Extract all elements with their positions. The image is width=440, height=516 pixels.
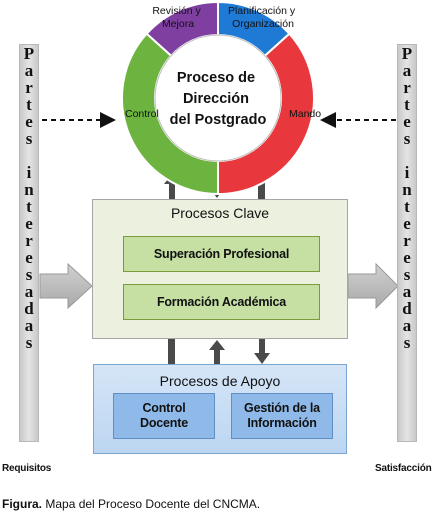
key-processes-title: Procesos Clave — [170, 205, 270, 221]
pillar-letter: i — [26, 163, 32, 182]
ring-center-title: Proceso de Dirección del Postgrado — [170, 70, 267, 128]
clave-apoyo-connectors — [168, 339, 270, 364]
pillar-letter: t — [404, 197, 410, 216]
pillar-letter: s — [403, 333, 411, 352]
pillar-letter: t — [26, 197, 32, 216]
key-process-superacion-label: Superación Profesional — [153, 246, 290, 261]
satisfaction-label: Satisfacción — [375, 463, 432, 474]
pillar-letter: e — [403, 112, 411, 131]
support-gestion-line2: Información — [247, 416, 317, 430]
pillar-letter: a — [402, 282, 412, 301]
bar-apoyo-left — [168, 339, 175, 364]
arrow-up-clave-center — [209, 340, 225, 364]
output-arrow — [347, 262, 399, 310]
support-processes-box: Procesos de Apoyo Control Docente Gestió… — [93, 364, 347, 454]
pillar-letter: e — [25, 248, 33, 267]
pillar-letter: a — [24, 316, 34, 335]
pillar-letter: s — [403, 129, 411, 148]
pillar-letter: t — [404, 95, 410, 114]
pillar-letter: s — [403, 265, 411, 284]
pillar-letter: d — [402, 299, 412, 318]
pillar-letter: e — [25, 214, 33, 233]
support-process-control: Control Docente — [113, 393, 215, 439]
ring-inner-disc — [154, 34, 282, 162]
key-process-superacion: Superación Profesional — [123, 236, 320, 272]
requirements-label: Requisitos — [2, 463, 52, 474]
caption-text: Mapa del Proceso Docente del CNCMA. — [42, 497, 261, 511]
pillar-letter: r — [25, 78, 33, 97]
pillar-letter: r — [403, 78, 411, 97]
pillar-letter: i — [404, 163, 410, 182]
pillar-letter: s — [25, 265, 33, 284]
key-process-formacion: Formación Académica — [123, 284, 320, 320]
caption-prefix: Figura. — [2, 497, 43, 511]
pillar-letter: s — [25, 333, 33, 352]
pillar-letter: e — [403, 214, 411, 233]
pillar-letter: P — [23, 44, 35, 63]
pillar-letter: a — [402, 316, 412, 335]
pillar-letter: d — [24, 299, 34, 318]
support-control-line1: Control — [142, 401, 186, 415]
pillar-letter: a — [402, 61, 412, 80]
segment-label-control: Control — [125, 108, 159, 120]
segment-label-planificacion: Planificación y Organización — [228, 5, 298, 30]
support-control-line2: Docente — [140, 416, 188, 430]
pillar-letter: n — [24, 180, 34, 199]
segment-label-mando: Mando — [289, 108, 321, 120]
input-arrow — [39, 262, 93, 310]
segment-label-revision: Revisión y Mejora — [152, 5, 203, 30]
pillar-letter: e — [25, 112, 33, 131]
key-process-formacion-label: Formación Académica — [156, 294, 287, 309]
bar-ring-right — [258, 178, 265, 199]
pillar-letter: s — [25, 129, 33, 148]
key-processes-box: Procesos Clave Superación Profesional Fo… — [92, 199, 348, 339]
pillar-letter: r — [25, 231, 33, 250]
pillar-letter: e — [403, 248, 411, 267]
support-process-gestion: Gestión de la Información — [231, 393, 333, 439]
figure-caption: Figura. Mapa del Proceso Docente del CNC… — [2, 497, 260, 511]
pillar-letter: t — [26, 95, 32, 114]
support-processes-title: Procesos de Apoyo — [159, 373, 281, 389]
pillar-letter: n — [402, 180, 412, 199]
pillar-letter: P — [401, 44, 413, 63]
pillar-letter: a — [24, 282, 34, 301]
support-gestion-line1: Gestión de la — [244, 401, 320, 415]
arrow-down-apoyo-right — [254, 339, 270, 364]
pillar-letter: a — [24, 61, 34, 80]
pillar-letter: r — [403, 231, 411, 250]
